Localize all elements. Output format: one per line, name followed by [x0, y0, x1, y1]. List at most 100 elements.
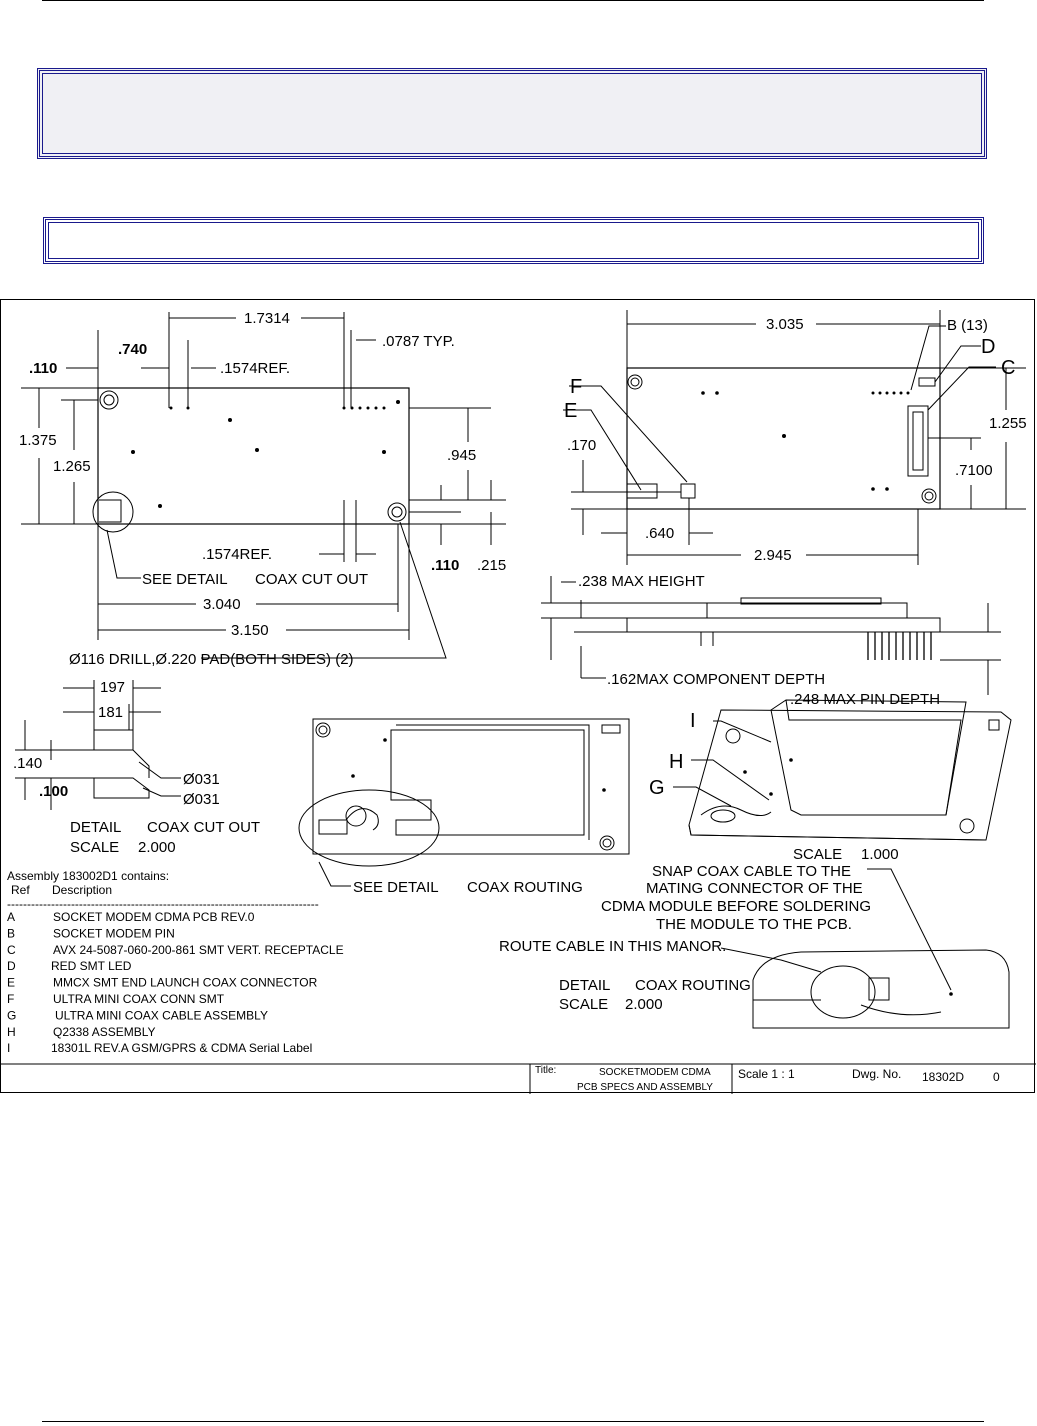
dim-181: 181 — [98, 704, 123, 721]
coax-routing-labels: SEE DETAIL COAX ROUTING — [353, 879, 583, 896]
dim-0-0787: .0787 TYP. — [382, 333, 455, 350]
dwg-number: 18302D — [922, 1070, 964, 1084]
bom-ref: G — [7, 1008, 16, 1022]
note-snap-4: THE MODULE TO THE PCB. — [656, 916, 852, 933]
bom-ref: E — [7, 976, 15, 990]
see-detail-routing: SEE DETAIL — [353, 879, 439, 896]
label-d: D — [981, 336, 995, 358]
coax-routing-name: COAX ROUTING — [467, 879, 583, 896]
bom-col-desc: Description — [52, 883, 112, 897]
detail-name: COAX CUT OUT — [147, 819, 260, 836]
iso-view-labels: I H G SCALE 1.000 — [649, 710, 899, 863]
note-snap-3: CDMA MODULE BEFORE SOLDERING — [601, 898, 871, 915]
dim-0-215: .215 — [477, 557, 506, 574]
label-h: H — [669, 751, 683, 773]
detail-cutout — [15, 680, 181, 810]
pcb-top-view-labels: 1.7314 .740 .110 .1574REF. .0787 TYP. 1.… — [19, 310, 506, 668]
max-comp-depth-label: .162MAX COMPONENT DEPTH — [607, 671, 825, 688]
max-height-label: .238 MAX HEIGHT — [578, 573, 705, 590]
routing-notes: SNAP COAX CABLE TO THE MATING CONNECTOR … — [499, 863, 871, 1013]
bom-col-ref: Ref — [11, 883, 30, 897]
pcb-top-view — [21, 312, 506, 659]
label-i: I — [690, 710, 696, 732]
max-pin-depth-label: .248 MAX PIN DEPTH — [790, 691, 940, 708]
dim-2-945: 2.945 — [754, 547, 792, 564]
bom-divider: ----------------------------------------… — [7, 897, 319, 911]
dim-0-1574-ref: .1574REF. — [220, 360, 290, 377]
detail-routing-name: COAX ROUTING — [635, 977, 751, 994]
dim-3-035: 3.035 — [766, 316, 804, 333]
dim-3-040: 3.040 — [203, 596, 241, 613]
engineering-drawing: 1.7314 .740 .110 .1574REF. .0787 TYP. 1.… — [0, 299, 1036, 1094]
title-line-1: SOCKETMODEM CDMA — [599, 1067, 711, 1078]
title-label: Title: — [535, 1065, 556, 1076]
side-view-labels: .238 MAX HEIGHT .162MAX COMPONENT DEPTH … — [578, 573, 940, 708]
title-block — [1, 1063, 1036, 1094]
detail-label: DETAIL — [70, 819, 121, 836]
bom-ref: D — [7, 959, 16, 973]
dim-0-740: .740 — [118, 341, 147, 358]
label-e: E — [564, 400, 577, 422]
label-c: C — [1001, 357, 1015, 379]
bom-ref: F — [7, 992, 14, 1006]
bom: Assembly 183002D1 contains: Ref Descript… — [7, 869, 319, 911]
dim-3-150: 3.150 — [231, 622, 269, 639]
drawing-svg: 1.7314 .740 .110 .1574REF. .0787 TYP. 1.… — [1, 310, 1036, 1094]
bom-ref: B — [7, 926, 15, 940]
dim-197: 197 — [100, 679, 125, 696]
top-rule — [42, 0, 984, 1]
dim-0-170: .170 — [567, 437, 596, 454]
dia-031-1: Ø031 — [183, 771, 220, 788]
note-snap-1: SNAP COAX CABLE TO THE — [652, 863, 851, 880]
bom-ref: C — [7, 943, 16, 957]
see-detail-label: SEE DETAIL — [142, 571, 228, 588]
label-b-13: B (13) — [947, 317, 988, 334]
dim-0-110-b: .110 — [431, 557, 459, 574]
iso-view — [673, 699, 1012, 841]
detail-routing-drawing — [720, 868, 1010, 1029]
detail-routing-scale-value: 2.000 — [625, 996, 663, 1013]
detail-cutout-labels: 197 181 .140 .100 Ø031 Ø031 DETAIL COAX … — [13, 679, 260, 856]
dia-031-2: Ø031 — [183, 791, 220, 808]
bom-desc: AVX 24-5087-060-200-861 SMT VERT. RECEPT… — [53, 943, 344, 957]
bottom-rule — [42, 1421, 984, 1422]
detail-routing-scale-label: SCALE — [559, 996, 608, 1013]
dwg-label: Dwg. No. — [852, 1067, 901, 1081]
title-line-2: PCB SPECS AND ASSEMBLY — [577, 1082, 713, 1093]
bom-desc: ULTRA MINI COAX CONN SMT — [53, 992, 225, 1006]
iso-scale-label: SCALE — [793, 846, 842, 863]
bom-desc: 18301L REV.A GSM/GPRS & CDMA Serial Labe… — [51, 1041, 312, 1055]
note-snap-2: MATING CONNECTOR OF THE — [646, 880, 863, 897]
bom-desc: ULTRA MINI COAX CABLE ASSEMBLY — [55, 1008, 268, 1022]
bom-ref: I — [7, 1041, 10, 1055]
drill-note: Ø116 DRILL,Ø.220 PAD(BOTH SIDES) (2) — [69, 651, 354, 668]
bom-ref: H — [7, 1025, 16, 1039]
detail-scale-value: 2.000 — [138, 839, 176, 856]
dim-0-100: .100 — [39, 783, 68, 800]
dim-0-140: .140 — [13, 755, 42, 772]
pcb-right-view — [563, 310, 1026, 565]
bom-desc: Q2338 ASSEMBLY — [53, 1025, 156, 1039]
dwg-rev: 0 — [993, 1070, 1000, 1084]
bom-desc: SOCKET MODEM CDMA PCB REV.0 — [53, 910, 255, 924]
detail-scale-label: SCALE — [70, 839, 119, 856]
subtitle-box — [43, 217, 984, 264]
bom-title: Assembly 183002D1 contains: — [7, 869, 169, 883]
iso-scale-value: 1.000 — [861, 846, 899, 863]
coax-routing-board — [298, 718, 630, 887]
dim-1-375: 1.375 — [19, 432, 57, 449]
pcb-right-view-labels: 3.035 B (13) D C F E 1.255 .170 .7100 .6… — [564, 316, 1027, 564]
label-g: G — [649, 777, 665, 799]
dim-1-7314: 1.7314 — [244, 310, 290, 327]
dim-0-110: .110 — [29, 360, 57, 377]
bom-desc: RED SMT LED — [51, 959, 132, 973]
bom-desc: MMCX SMT END LAUNCH COAX CONNECTOR — [53, 976, 318, 990]
scale-label: Scale 1 : 1 — [738, 1067, 795, 1081]
note-route: ROUTE CABLE IN THIS MANOR. — [499, 938, 726, 955]
side-view — [541, 576, 1001, 695]
dim-0-7100: .7100 — [955, 462, 993, 479]
dim-0-945: .945 — [447, 447, 476, 464]
bom-ref: A — [7, 910, 15, 924]
label-f: F — [570, 376, 582, 398]
